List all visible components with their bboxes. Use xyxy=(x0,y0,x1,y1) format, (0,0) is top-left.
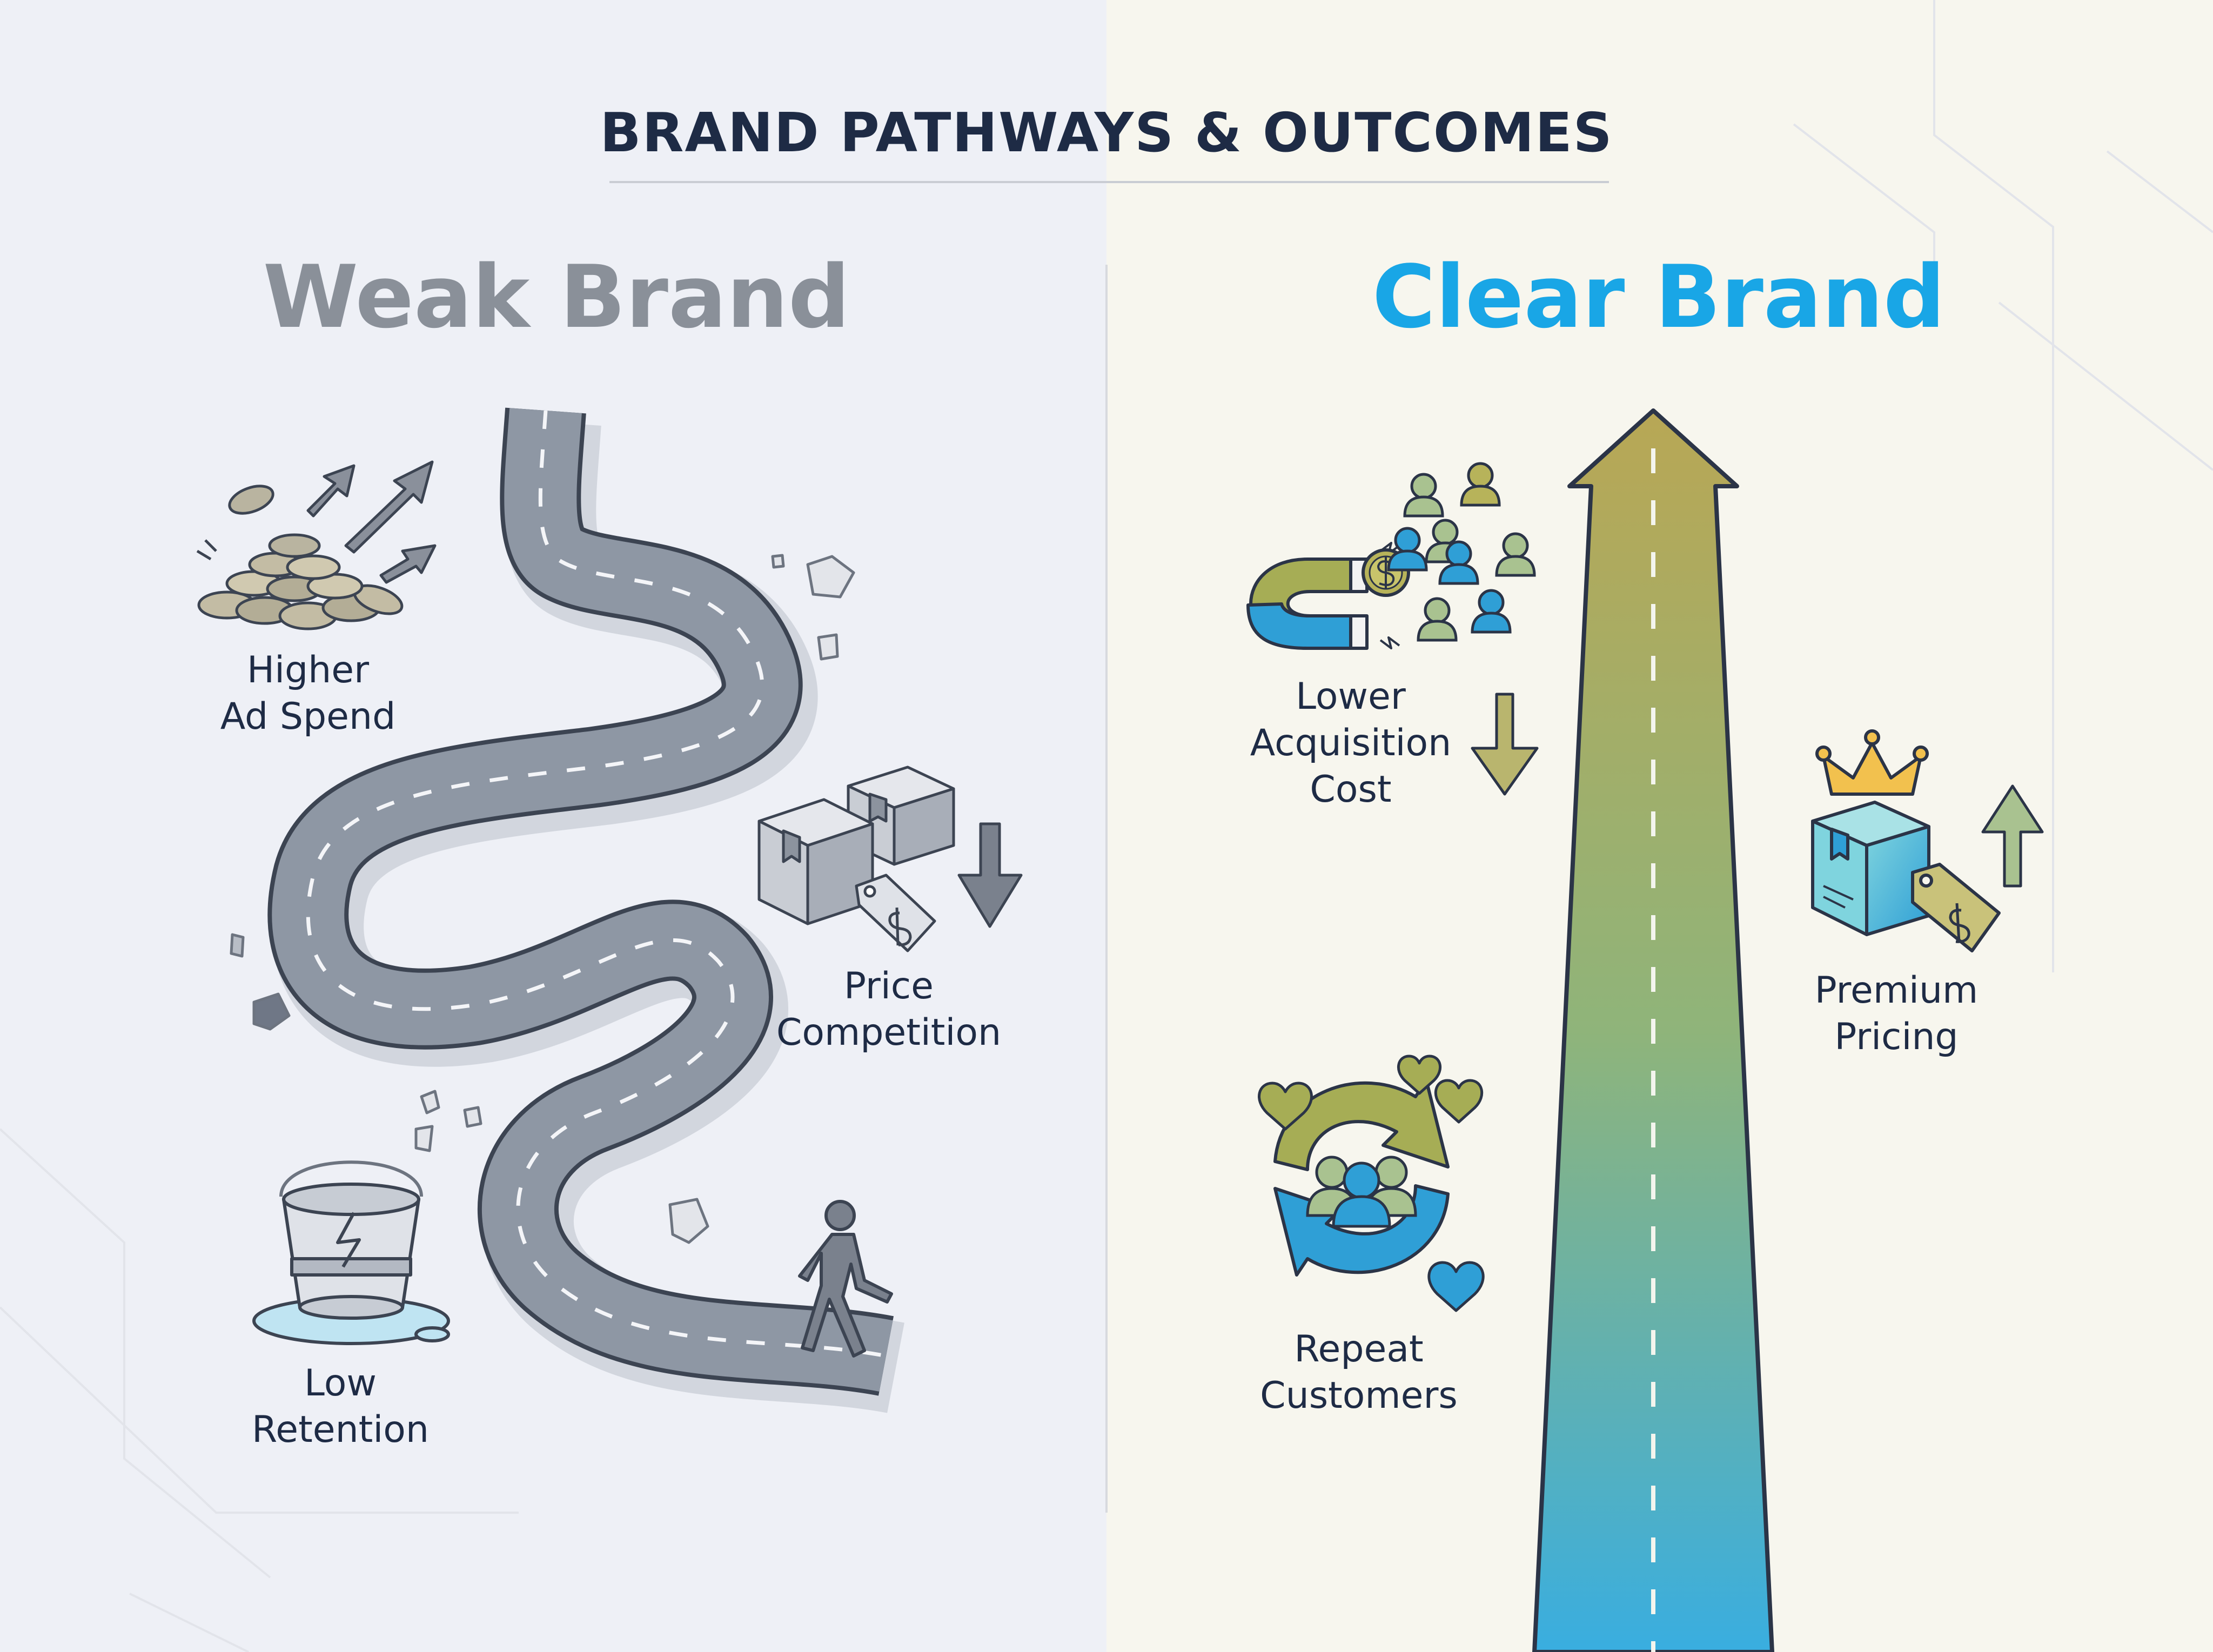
people-group-icon xyxy=(1306,1156,1417,1228)
upward-arrow-road xyxy=(1532,408,1774,1652)
rock-debris xyxy=(230,554,855,1244)
leaking-bucket-icon xyxy=(252,1160,450,1345)
clear-brand-title: Clear Brand xyxy=(1372,246,1946,347)
coins-icon xyxy=(196,485,404,630)
walking-person-icon xyxy=(798,1200,893,1358)
label-lower-acquisition-cost: Lower Acquisition Cost xyxy=(1250,675,1452,811)
boxes-icon xyxy=(757,765,955,925)
crown-icon xyxy=(1815,729,1929,796)
people-group-icon xyxy=(1387,462,1536,642)
weak-brand-title: Weak Brand xyxy=(263,246,850,347)
label-price-competition: Price Competition xyxy=(776,965,1002,1054)
label-higher-ad-spend: Higher Ad Spend xyxy=(220,649,396,738)
price-tag-icon xyxy=(855,874,936,952)
heart-icon xyxy=(1258,1055,1485,1312)
down-arrow-icon xyxy=(1471,693,1539,796)
up-arrows-icon xyxy=(306,460,437,584)
up-arrow-icon xyxy=(1981,784,2044,888)
label-repeat-customers: Repeat Customers xyxy=(1260,1328,1458,1417)
page-title: BRAND PATHWAYS & OUTCOMES xyxy=(600,101,1613,164)
label-premium-pricing: Premium Pricing xyxy=(1814,969,1979,1058)
price-tag-icon xyxy=(1911,863,2001,952)
label-low-retention: Low Retention xyxy=(252,1362,429,1451)
magnet-icon xyxy=(1246,542,1400,650)
winding-road xyxy=(267,407,904,1413)
down-arrow-icon xyxy=(957,822,1023,928)
box-icon xyxy=(1811,801,1930,936)
